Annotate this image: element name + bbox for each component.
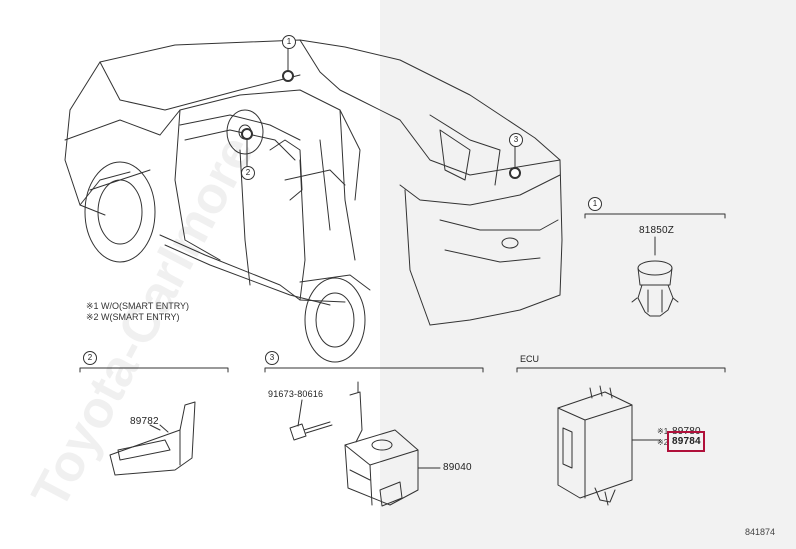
- location-dot-3: [509, 167, 521, 179]
- callout-1[interactable]: 1: [282, 35, 296, 49]
- sensor-89040-illustration: [289, 381, 441, 507]
- note-with-smart-entry: ※2 W(SMART ENTRY): [86, 312, 180, 322]
- part-89782[interactable]: 89782: [130, 416, 159, 427]
- highlight-box-89784: [667, 431, 705, 452]
- group-callout-2[interactable]: 2: [83, 351, 97, 365]
- callout-3[interactable]: 3: [509, 133, 523, 147]
- part-81850z[interactable]: 81850Z: [639, 225, 675, 236]
- vehicle-illustration: [64, 39, 563, 363]
- ecu-illustration: [557, 385, 661, 506]
- part-91673-80616[interactable]: 91673-80616: [268, 389, 324, 399]
- location-dot-2: [241, 128, 253, 140]
- mark-without-smart-entry: ※1: [657, 427, 669, 436]
- ecu-group-title: ECU: [520, 354, 540, 364]
- group-callout-3[interactable]: 3: [265, 351, 279, 365]
- mark-with-smart-entry: ※2: [657, 438, 669, 447]
- callout-2[interactable]: 2: [241, 166, 255, 180]
- note-without-smart-entry: ※1 W/O(SMART ENTRY): [86, 301, 190, 311]
- location-dot-1: [282, 70, 294, 82]
- diagram-code: 841874: [745, 527, 776, 537]
- bracket-89782-illustration: [109, 401, 196, 476]
- part-89040[interactable]: 89040: [443, 462, 472, 473]
- part-89784[interactable]: 89784: [672, 436, 701, 447]
- group-callout-1[interactable]: 1: [588, 197, 602, 211]
- clip-81850z-illustration: [631, 236, 679, 317]
- callout-leaders: [246, 47, 516, 169]
- right-background-panel: [380, 0, 796, 549]
- group-brackets: [79, 213, 726, 373]
